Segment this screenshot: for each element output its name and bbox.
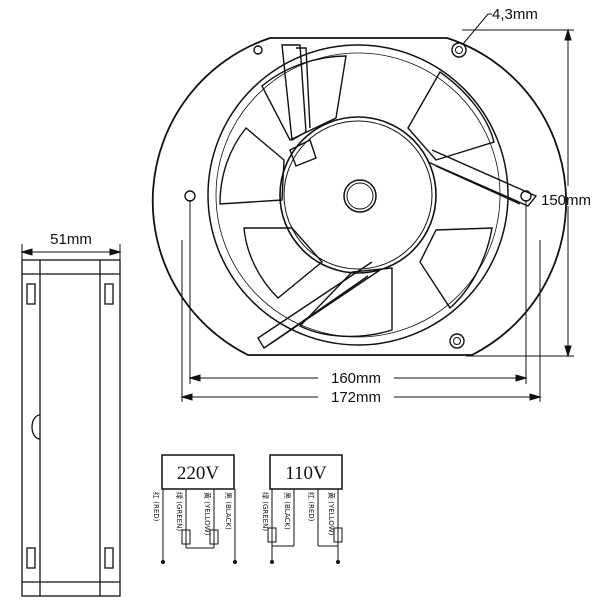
fan-side-view bbox=[21, 259, 121, 597]
depth-label: 51mm bbox=[50, 231, 92, 248]
mounting-hole bbox=[184, 190, 196, 202]
wire-label: 黄 (YELLOW) bbox=[203, 492, 212, 536]
fan-blade bbox=[219, 127, 285, 205]
wire-label: 黑 (BLACK) bbox=[283, 492, 291, 530]
fan-venturi-inner-ring bbox=[215, 52, 501, 338]
fan-venturi-ring bbox=[207, 44, 509, 346]
fan-shaft-boss-inner bbox=[346, 182, 374, 210]
hole-spacing-label: 160mm bbox=[331, 370, 381, 387]
dimension-lines bbox=[20, 13, 574, 402]
fan-blade bbox=[407, 70, 495, 161]
mounting-hole bbox=[520, 190, 532, 202]
fan-hub bbox=[279, 116, 437, 274]
fan-struts bbox=[257, 44, 538, 349]
wire-label: 黄 (YELLOW) bbox=[327, 492, 336, 536]
mounting-holes bbox=[184, 42, 532, 349]
mounting-hole bbox=[451, 42, 467, 58]
wire-label: 红 (RED) bbox=[152, 492, 161, 522]
hole-diameter-label: 4,3mm bbox=[492, 6, 538, 23]
voltage-label-110v: 110V bbox=[285, 463, 327, 484]
wire-label: 红 (RED) bbox=[307, 492, 316, 522]
mounting-hole bbox=[449, 333, 465, 349]
fan-frame-outline bbox=[151, 37, 567, 356]
voltage-box-220v bbox=[161, 454, 235, 490]
fan-blades bbox=[219, 55, 495, 338]
fan-blade bbox=[298, 267, 393, 338]
wiring-110v: 110V 绿 (GREEN) 黑 (BLACK) 红 (RED) 黄 (YELL… bbox=[261, 454, 343, 564]
width-label: 172mm bbox=[331, 389, 381, 406]
height-label: 150mm bbox=[541, 192, 591, 209]
mounting-hole bbox=[253, 45, 263, 55]
fan-blade bbox=[419, 227, 493, 310]
wire-label: 黑 (BLACK) bbox=[224, 492, 232, 530]
fan-blade bbox=[243, 227, 324, 299]
fan-front-view bbox=[151, 37, 567, 356]
voltage-box-110v bbox=[269, 454, 343, 490]
wiring-220v: 220V 红 (RED) 绿 (GREEN) 黄 (YELLOW) 黑 (BLA… bbox=[152, 454, 237, 564]
wire-label: 绿 (GREEN) bbox=[175, 492, 184, 531]
wire-label: 绿 (GREEN) bbox=[261, 492, 270, 531]
fan-hub-inner bbox=[283, 120, 433, 270]
voltage-label-220v: 220V bbox=[177, 463, 220, 484]
fan-shaft-boss bbox=[343, 179, 377, 213]
